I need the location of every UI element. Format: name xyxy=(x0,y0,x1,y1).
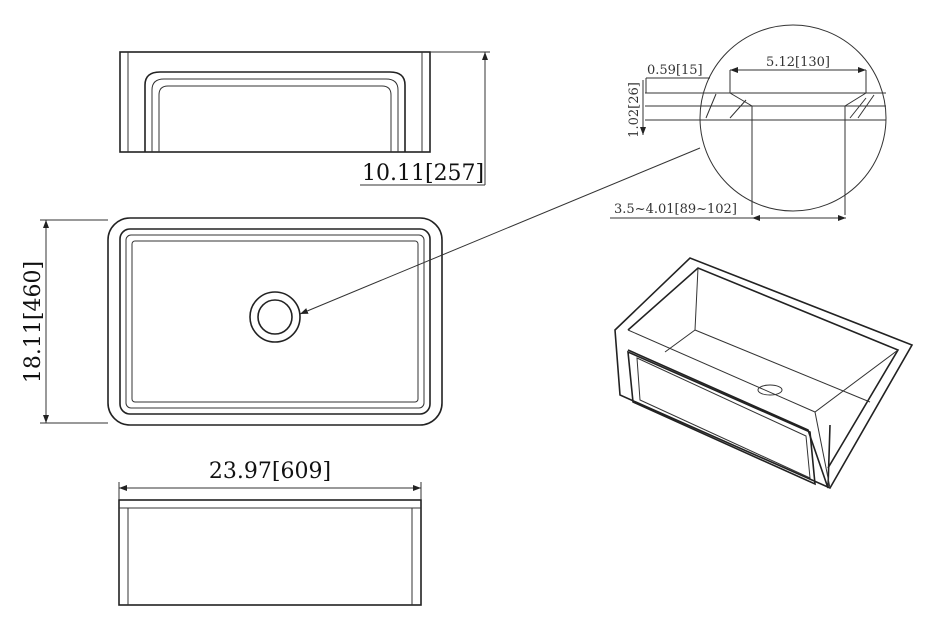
drain-opening-label: 5.12[130] xyxy=(766,55,830,70)
plan-view xyxy=(107,147,701,426)
isometric-view xyxy=(614,257,914,490)
width-dimension xyxy=(118,482,422,500)
total-thickness-label: 1.02[26] xyxy=(627,82,642,138)
drain-detail xyxy=(610,24,887,221)
drain-outer xyxy=(249,291,301,343)
depth-label: 18.11[460] xyxy=(21,261,46,383)
height-label: 10.11[257] xyxy=(362,161,484,186)
drain-inner xyxy=(257,299,293,335)
depth-dimension xyxy=(40,219,108,424)
side-elevation-view xyxy=(118,499,422,606)
flange-thickness-label: 0.59[15] xyxy=(647,63,703,78)
drain-hole-range-label: 3.5~4.01[89~102] xyxy=(614,202,737,217)
front-elevation-view xyxy=(119,51,431,153)
height-dimension xyxy=(360,51,490,186)
width-label: 23.97[609] xyxy=(209,459,331,484)
detail-leader-line xyxy=(299,147,701,315)
